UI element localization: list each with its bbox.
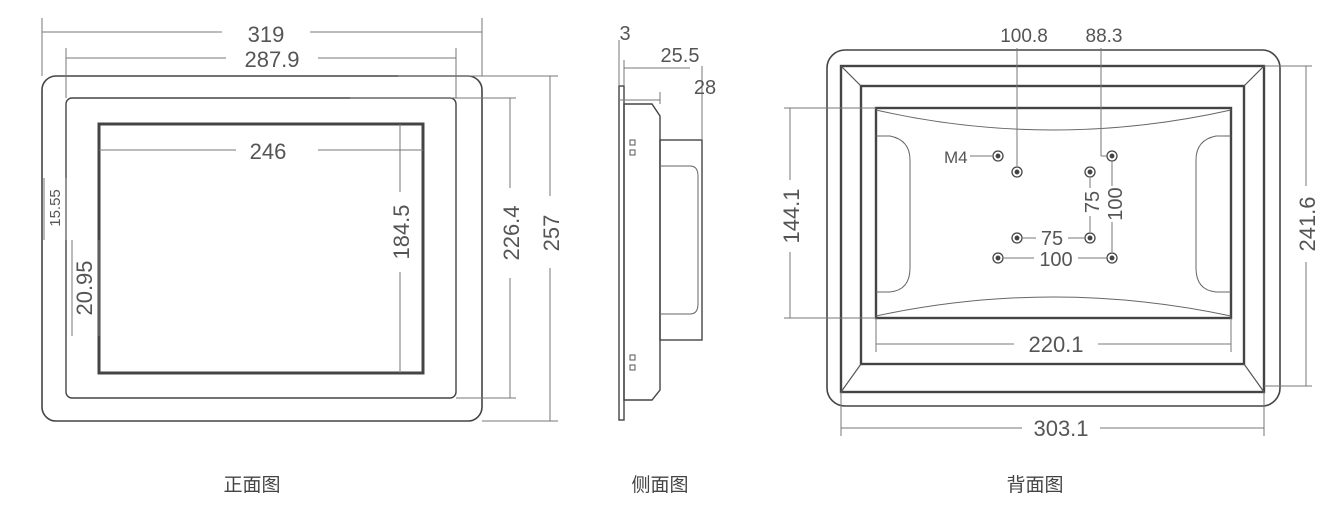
dim-front-bezel-side: 15.55 [47, 189, 64, 227]
label-back-screw: M4 [944, 148, 968, 167]
dim-front-width-bezel: 287.9 [244, 47, 299, 72]
dim-front-height-screen: 184.5 [389, 204, 414, 259]
vesa-holes [992, 150, 1118, 264]
vesa-hole [1011, 166, 1023, 178]
vesa-hole [1084, 232, 1096, 244]
side-clip [629, 354, 636, 361]
vesa-hole [992, 252, 1004, 264]
side-rear-recess [660, 165, 699, 315]
dim-front-width-outer: 319 [248, 22, 285, 47]
dim-side-depth-body: 25.5 [661, 45, 700, 67]
dim-side-flange: 3 [619, 23, 630, 45]
dim-back-hole-x2: 88.3 [1086, 26, 1123, 47]
dim-front-height-bezel: 226.4 [499, 205, 524, 260]
vesa-hole [1011, 232, 1023, 244]
front-outer-frame [41, 75, 483, 422]
dim-front-height-outer: 257 [539, 215, 564, 252]
back-view: 100.8 88.3 M4 75 100 75 100 144.1 241.6 … [779, 26, 1320, 496]
dim-back-vesa-75-h: 75 [1041, 228, 1063, 250]
dim-back-vesa-100-v: 100 [1105, 187, 1127, 220]
dim-back-height-inner: 144.1 [779, 188, 804, 243]
front-bezel [65, 97, 457, 399]
caption-back-view: 背面图 [1006, 474, 1063, 496]
caption-side-view: 侧面图 [631, 474, 688, 496]
dim-back-vesa-75-v: 75 [1082, 191, 1104, 213]
side-clip [629, 149, 636, 156]
back-outer-frame [826, 49, 1281, 407]
side-clip [629, 364, 636, 371]
back-frame-inner-edge [859, 84, 1246, 366]
dim-back-hole-x1: 100.8 [1000, 26, 1048, 47]
dim-back-height-outer: 241.6 [1295, 196, 1320, 251]
vesa-hole [1106, 150, 1118, 162]
vesa-hole [992, 150, 1004, 162]
side-flange [618, 85, 625, 421]
back-frame-outer-edge [839, 64, 1266, 394]
dim-front-screen-offset: 20.95 [72, 260, 97, 315]
dim-back-width-outer: 303.1 [1033, 416, 1088, 441]
side-clip [629, 139, 636, 146]
side-body [623, 103, 661, 401]
dim-side-depth-total: 28 [694, 77, 716, 99]
side-view: 3 25.5 28 侧面图 [618, 23, 716, 496]
vesa-hole [1084, 166, 1096, 178]
vesa-hole [1106, 252, 1118, 264]
front-view: 319 287.9 246 184.5 226.4 257 15.55 20.9… [41, 18, 564, 496]
back-cover [874, 106, 1233, 320]
dim-back-width-inner: 220.1 [1028, 332, 1083, 357]
dim-back-vesa-100-h: 100 [1039, 249, 1072, 271]
side-rear-box [659, 139, 703, 341]
dim-front-width-screen: 246 [250, 139, 287, 164]
caption-front-view: 正面图 [223, 474, 280, 496]
